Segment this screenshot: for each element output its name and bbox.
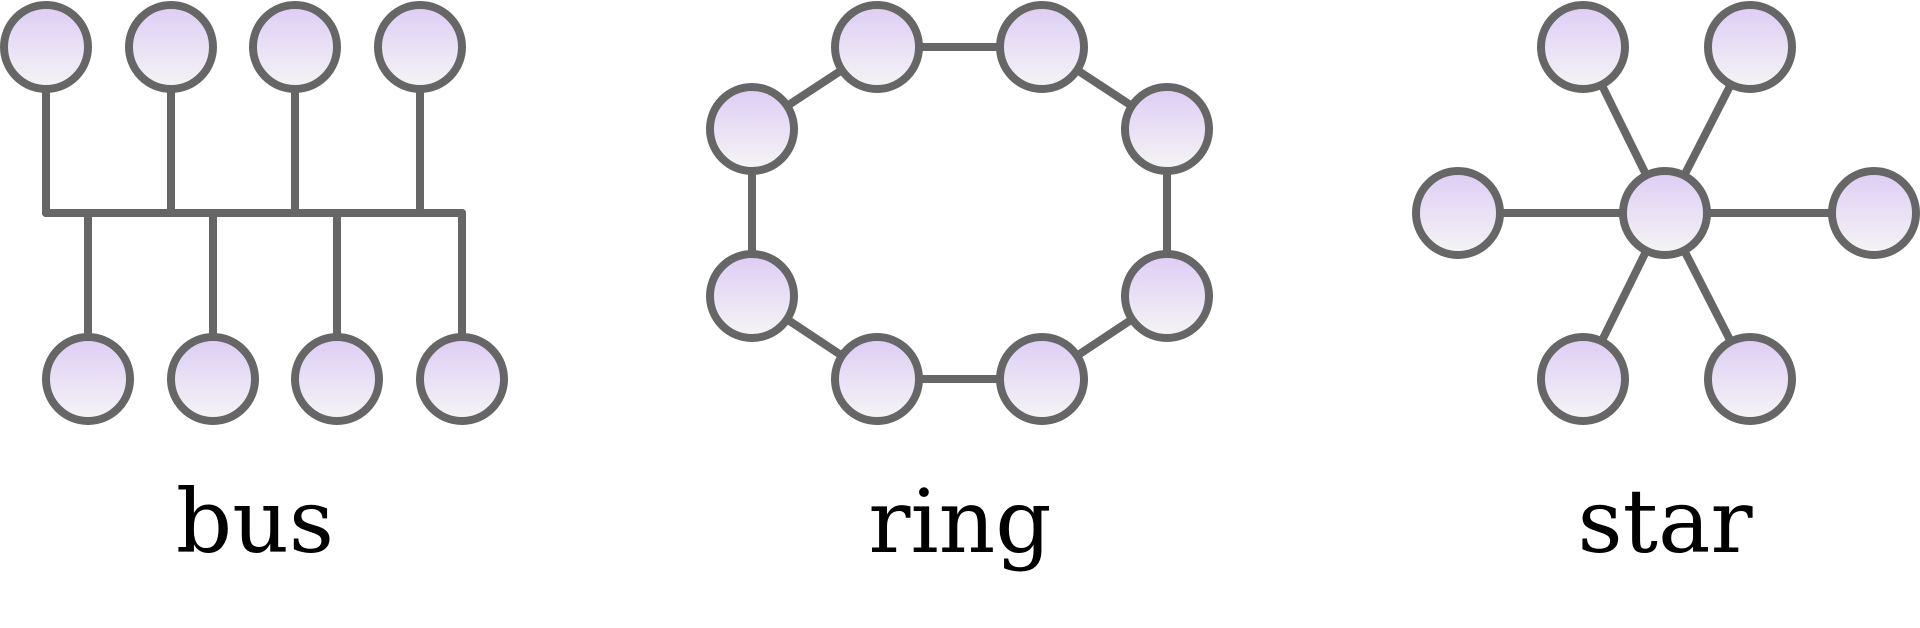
bus-node — [416, 333, 508, 425]
ring-node — [706, 83, 798, 175]
star-topology — [1412, 1, 1920, 425]
star-node — [1537, 1, 1629, 93]
bus-node — [249, 1, 341, 93]
bus-node — [42, 333, 134, 425]
bus-node — [0, 1, 92, 93]
ring-node — [1121, 83, 1213, 175]
star-node — [1412, 167, 1504, 259]
ring-label: ring — [868, 470, 1051, 573]
star-node — [1704, 1, 1796, 93]
bus-node — [291, 333, 383, 425]
ring-node — [831, 333, 923, 425]
ring-topology — [706, 1, 1213, 425]
star-node — [1537, 333, 1629, 425]
ring-node — [831, 1, 923, 93]
ring-node — [996, 1, 1088, 93]
ring-node — [706, 250, 798, 342]
ring-node — [996, 333, 1088, 425]
bus-label: bus — [176, 470, 334, 573]
star-hub-node — [1619, 167, 1711, 259]
bus-node — [167, 333, 259, 425]
bus-topology — [0, 1, 508, 425]
bus-node — [374, 1, 466, 93]
star-node — [1828, 167, 1920, 259]
ring-node — [1121, 250, 1213, 342]
star-label: star — [1577, 470, 1753, 573]
bus-node — [125, 1, 217, 93]
star-node — [1704, 333, 1796, 425]
